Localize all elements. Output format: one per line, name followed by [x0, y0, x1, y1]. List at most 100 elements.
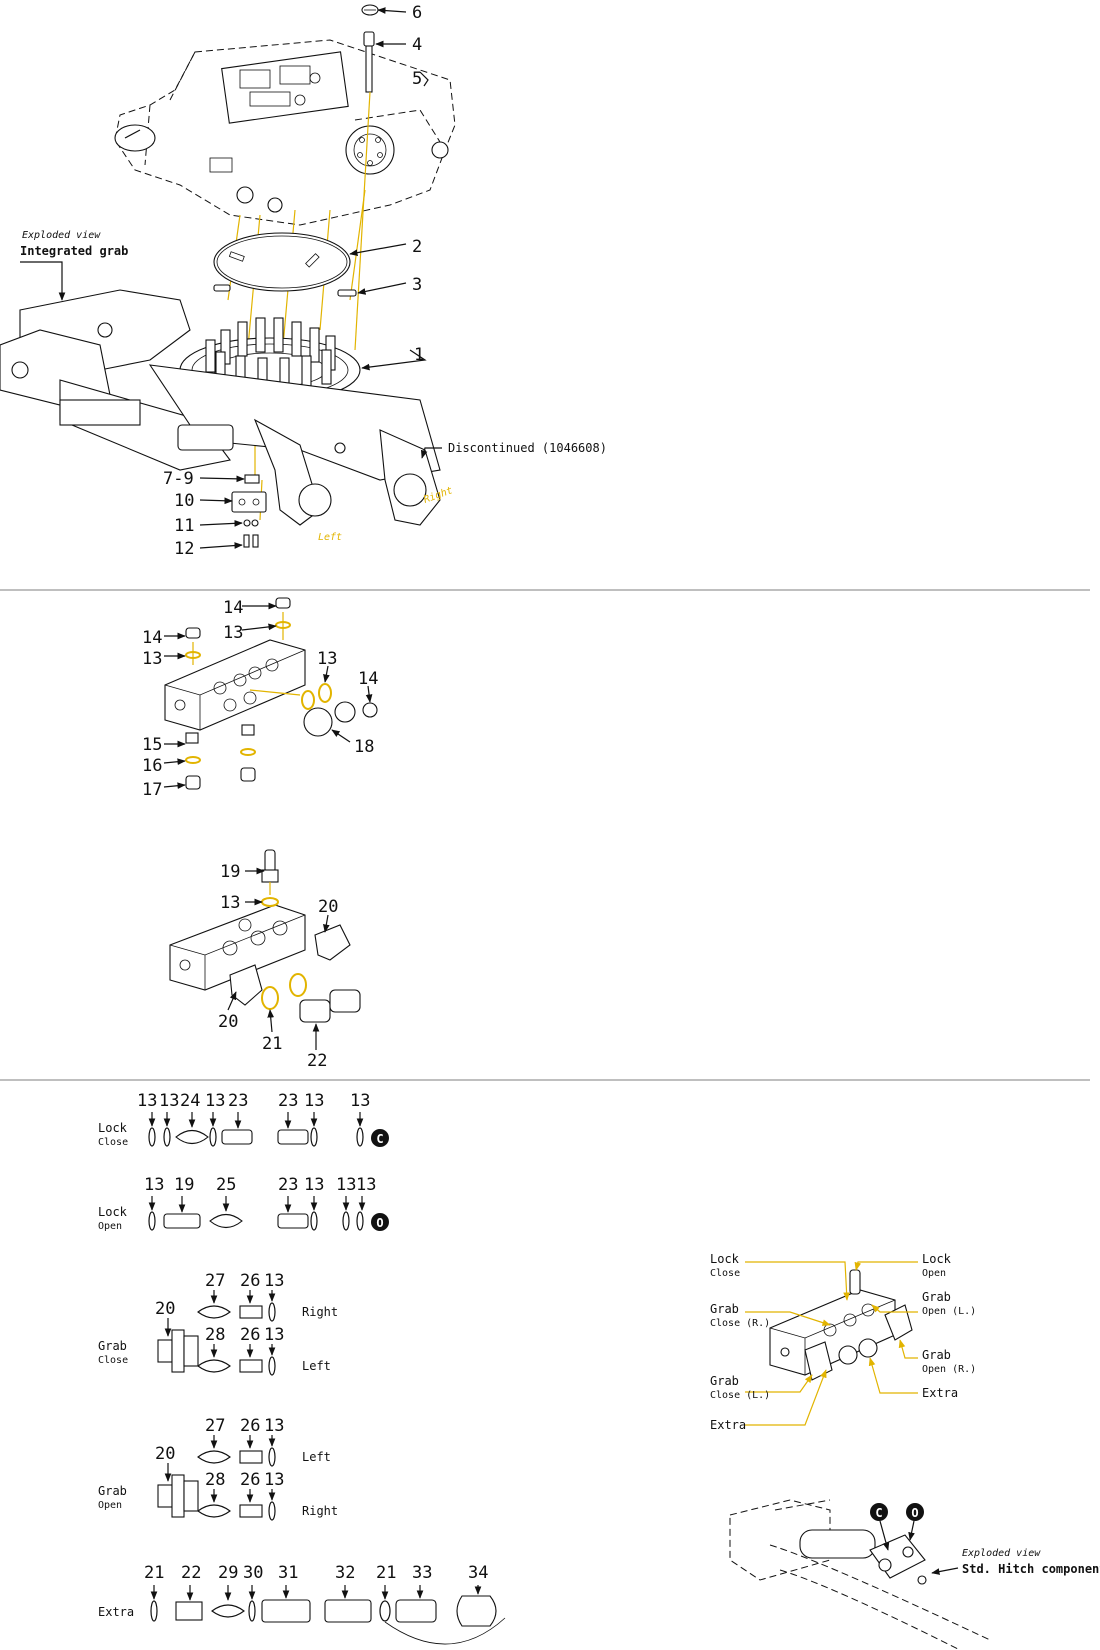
legend-valve-drawing	[769, 1269, 913, 1381]
lo-n2: 19	[174, 1175, 194, 1195]
lock-open-arrows	[148, 1196, 366, 1213]
legend-grab-close-l-sub: Close (L.)	[710, 1390, 770, 1401]
lc-n7: 13	[304, 1091, 324, 1111]
callout-10: 10	[174, 491, 194, 511]
ex-n3: 29	[218, 1563, 238, 1583]
callout-b-20-right: 20	[318, 897, 338, 917]
parts-7-12-valve	[231, 474, 267, 548]
gc-bot-28: 28	[205, 1325, 225, 1345]
legend-grab-open-r-sub: Open (R.)	[922, 1364, 976, 1375]
grab-open-sub: Open	[98, 1500, 122, 1511]
grab-open-cap: Grab	[98, 1484, 127, 1498]
callout-b-21: 21	[262, 1034, 282, 1054]
callout-a-18: 18	[354, 737, 374, 757]
lock-close-badge: C	[376, 1132, 383, 1146]
go-side-bottom: Right	[302, 1504, 338, 1518]
callout-a-13-left: 13	[142, 649, 162, 669]
part-4-bolt	[363, 31, 375, 93]
discontinued-label: Discontinued (1046608)	[448, 441, 607, 455]
gc-bot-13: 13	[264, 1325, 284, 1345]
lock-close-arrows	[148, 1112, 364, 1129]
lc-n5: 23	[228, 1091, 248, 1111]
section1-leaders	[20, 7, 442, 549]
legend-grab-close-l-cap: Grab	[710, 1374, 739, 1388]
hitch-badge-c: C	[875, 1506, 882, 1520]
ex-n7: 21	[376, 1563, 396, 1583]
lo-n6: 13	[336, 1175, 356, 1195]
section-valve-block-a: 14 13 14 13 13 14 18 15 16 17	[142, 597, 378, 800]
go-top-26: 26	[240, 1416, 260, 1436]
legend-grab-close-r-cap: Grab	[710, 1302, 739, 1316]
ex-n8: 33	[412, 1563, 432, 1583]
gc-bot-26: 26	[240, 1325, 260, 1345]
ex-n5: 31	[278, 1563, 298, 1583]
callout-b-19: 19	[220, 862, 240, 882]
valve-port-legend: Lock Close Lock Open Grab Close (R.) Gra…	[710, 1252, 976, 1432]
legend-lock-open-sub: Open	[922, 1268, 946, 1279]
grab-close-arrows	[164, 1290, 276, 1358]
lo-n1: 13	[144, 1175, 164, 1195]
lock-open-cap: Lock	[98, 1205, 128, 1219]
callout-a-13-right: 13	[317, 649, 337, 669]
legend-grab-open-r-cap: Grab	[922, 1348, 951, 1362]
legend-grab-close-r-sub: Close (R.)	[710, 1318, 770, 1329]
legend-extra-right: Extra	[922, 1386, 958, 1400]
gc-side-top: Right	[302, 1305, 338, 1319]
gc-top-27: 27	[205, 1271, 225, 1291]
lock-close-badge-circle	[371, 1129, 389, 1147]
rotator-housing	[114, 39, 456, 226]
gc-n20: 20	[155, 1299, 175, 1319]
callout-a-14-top: 14	[223, 598, 243, 618]
lock-close-parts	[148, 1127, 364, 1147]
callout-7-9: 7-9	[163, 469, 194, 489]
lock-close-sub: Close	[98, 1137, 128, 1148]
go-bot-28: 28	[205, 1470, 225, 1490]
hitch-badge-o-circle	[906, 1503, 924, 1521]
gc-top-26: 26	[240, 1271, 260, 1291]
row-grab-open: Grab Open 20 27 26 13 28 26 13 L	[98, 1416, 338, 1521]
hitch-caption-title: Std. Hitch components	[962, 1562, 1100, 1576]
legend-lock-open-cap: Lock	[922, 1252, 952, 1266]
ex-n4: 30	[243, 1563, 263, 1583]
ex-n6: 32	[335, 1563, 355, 1583]
left-label: Left	[318, 532, 342, 543]
go-bot-26: 26	[240, 1470, 260, 1490]
go-n20: 20	[155, 1444, 175, 1464]
callout-3: 3	[412, 275, 422, 295]
grab-open-parts	[157, 1447, 276, 1521]
extra-label: Extra	[98, 1605, 134, 1619]
row-grab-close: Grab Close 20 27 26 13 28 26 13	[98, 1271, 338, 1376]
gc-side-bottom: Left	[302, 1359, 331, 1373]
lo-n5: 13	[304, 1175, 324, 1195]
lc-n2: 13	[159, 1091, 179, 1111]
callout-a-14-right: 14	[358, 669, 378, 689]
lc-n4: 13	[205, 1091, 225, 1111]
hitch-badge-o: O	[911, 1506, 918, 1520]
go-side-top: Left	[302, 1450, 331, 1464]
hitch-caption-small: Exploded view	[962, 1548, 1041, 1559]
callout-a-17: 17	[142, 780, 162, 800]
grab-open-arrows	[164, 1435, 276, 1503]
caption-exploded-view: Exploded view	[22, 230, 101, 241]
callout-b-22: 22	[307, 1051, 327, 1071]
grab-close-sub: Close	[98, 1355, 128, 1366]
part-2-oring	[213, 232, 351, 292]
lc-n8: 13	[350, 1091, 370, 1111]
row-extra: Extra 21 22 29 30 31 32	[98, 1563, 506, 1645]
part-3-pins	[213, 284, 357, 297]
extra-arrows	[150, 1585, 482, 1601]
lo-n4: 23	[278, 1175, 298, 1195]
grab-frame	[0, 289, 441, 526]
lc-n1: 13	[137, 1091, 157, 1111]
callout-5: 5	[412, 69, 422, 89]
lock-open-badge: O	[376, 1216, 383, 1230]
lc-n6: 23	[278, 1091, 298, 1111]
lock-open-sub: Open	[98, 1221, 122, 1232]
lc-n3: 24	[180, 1091, 200, 1111]
callout-a-13-top: 13	[223, 623, 243, 643]
lock-open-badge-circle	[371, 1213, 389, 1231]
lock-open-parts	[148, 1211, 364, 1231]
extra-parts	[150, 1595, 506, 1645]
callout-a-16: 16	[142, 756, 162, 776]
